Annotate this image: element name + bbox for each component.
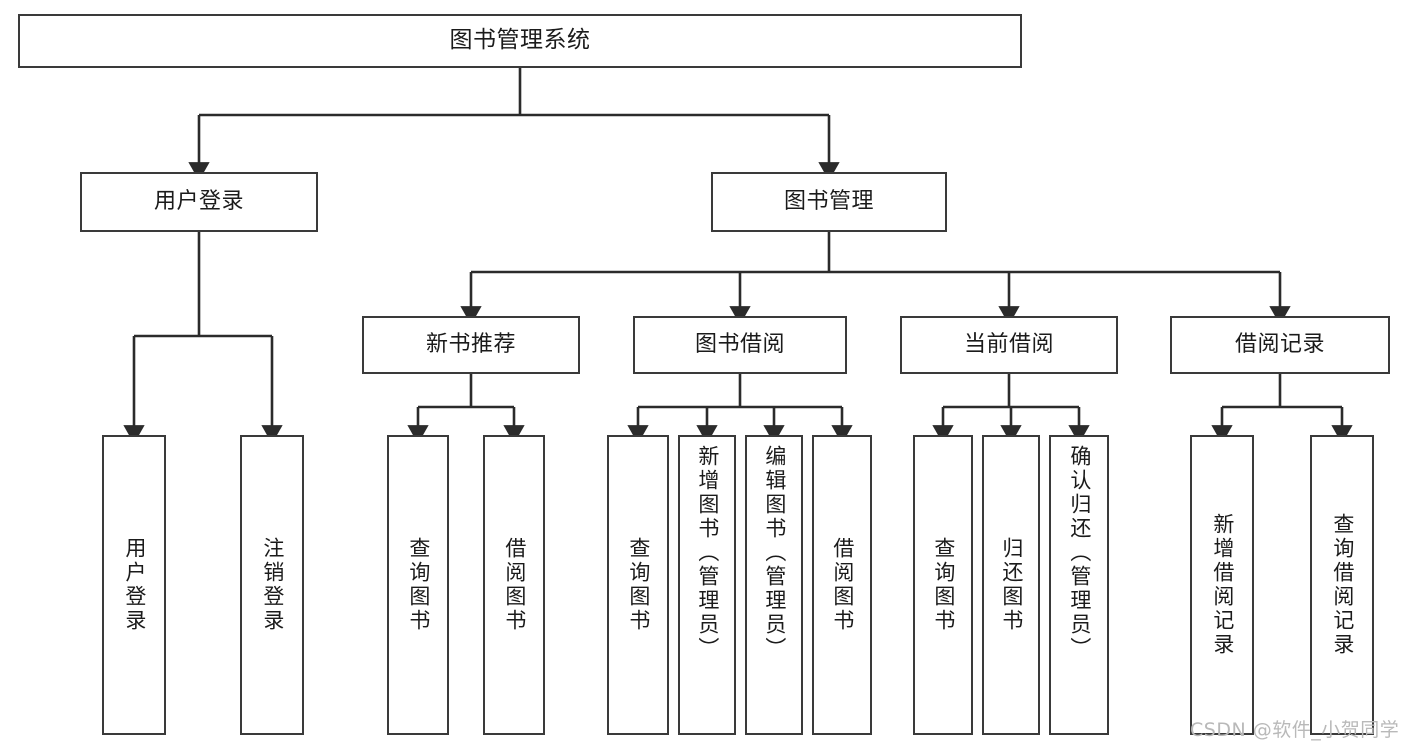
connector-bus-borrow-record [1222, 374, 1342, 409]
node-leaf-nbr-borrow[interactable]: 借阅图书 [483, 435, 545, 735]
connector-bus-book-borrow [638, 374, 842, 409]
node-label: 编辑图书（管理员） [762, 445, 787, 661]
node-label: 查询借阅记录 [1330, 513, 1355, 657]
node-label: 注销登录 [260, 537, 285, 633]
node-label: 确认归还（管理员） [1067, 445, 1092, 661]
node-label: 新增图书（管理员） [695, 445, 720, 661]
node-leaf-br-query[interactable]: 查询借阅记录 [1310, 435, 1374, 735]
node-leaf-cb-return[interactable]: 归还图书 [982, 435, 1040, 735]
connector-bus-book-manage [471, 232, 1280, 274]
node-label: 新书推荐 [425, 332, 516, 358]
node-label: 查询图书 [406, 537, 431, 633]
watermark-text: CSDN @软件_小贺同学 [1190, 719, 1400, 741]
node-label: 用户登录 [122, 537, 147, 633]
node-leaf-bb-add[interactable]: 新增图书（管理员） [678, 435, 736, 735]
node-leaf-user-login[interactable]: 用户登录 [102, 435, 166, 735]
node-label: 借阅图书 [502, 537, 527, 633]
node-current-borrow[interactable]: 当前借阅 [900, 316, 1118, 374]
node-label: 借阅图书 [830, 537, 855, 633]
connector-bus-root [199, 68, 829, 117]
node-leaf-bb-query[interactable]: 查询图书 [607, 435, 669, 735]
node-label: 借阅记录 [1234, 332, 1325, 358]
connector-bus-new-book-rec [418, 374, 514, 409]
node-borrow-record[interactable]: 借阅记录 [1170, 316, 1390, 374]
node-book-borrow[interactable]: 图书借阅 [633, 316, 847, 374]
connector-bus-current-borrow [943, 374, 1079, 409]
node-leaf-bb-edit[interactable]: 编辑图书（管理员） [745, 435, 803, 735]
node-leaf-user-logout[interactable]: 注销登录 [240, 435, 304, 735]
node-leaf-nbr-query[interactable]: 查询图书 [387, 435, 449, 735]
node-label: 图书管理系统 [449, 27, 591, 54]
node-label: 图书借阅 [694, 332, 785, 358]
node-label: 归还图书 [999, 537, 1024, 633]
node-book-manage[interactable]: 图书管理 [711, 172, 947, 232]
node-label: 查询图书 [626, 537, 651, 633]
node-leaf-cb-query[interactable]: 查询图书 [913, 435, 973, 735]
node-label: 用户登录 [153, 189, 244, 215]
node-label: 新增借阅记录 [1210, 513, 1235, 657]
node-leaf-bb-borrow[interactable]: 借阅图书 [812, 435, 872, 735]
node-label: 当前借阅 [963, 332, 1054, 358]
node-leaf-cb-confirm[interactable]: 确认归还（管理员） [1049, 435, 1109, 735]
node-label: 图书管理 [783, 189, 874, 215]
node-root[interactable]: 图书管理系统 [18, 14, 1022, 68]
connector-bus-user-login [134, 232, 272, 338]
node-new-book-rec[interactable]: 新书推荐 [362, 316, 580, 374]
node-label: 查询图书 [931, 537, 956, 633]
node-leaf-br-add[interactable]: 新增借阅记录 [1190, 435, 1254, 735]
node-user-login[interactable]: 用户登录 [80, 172, 318, 232]
